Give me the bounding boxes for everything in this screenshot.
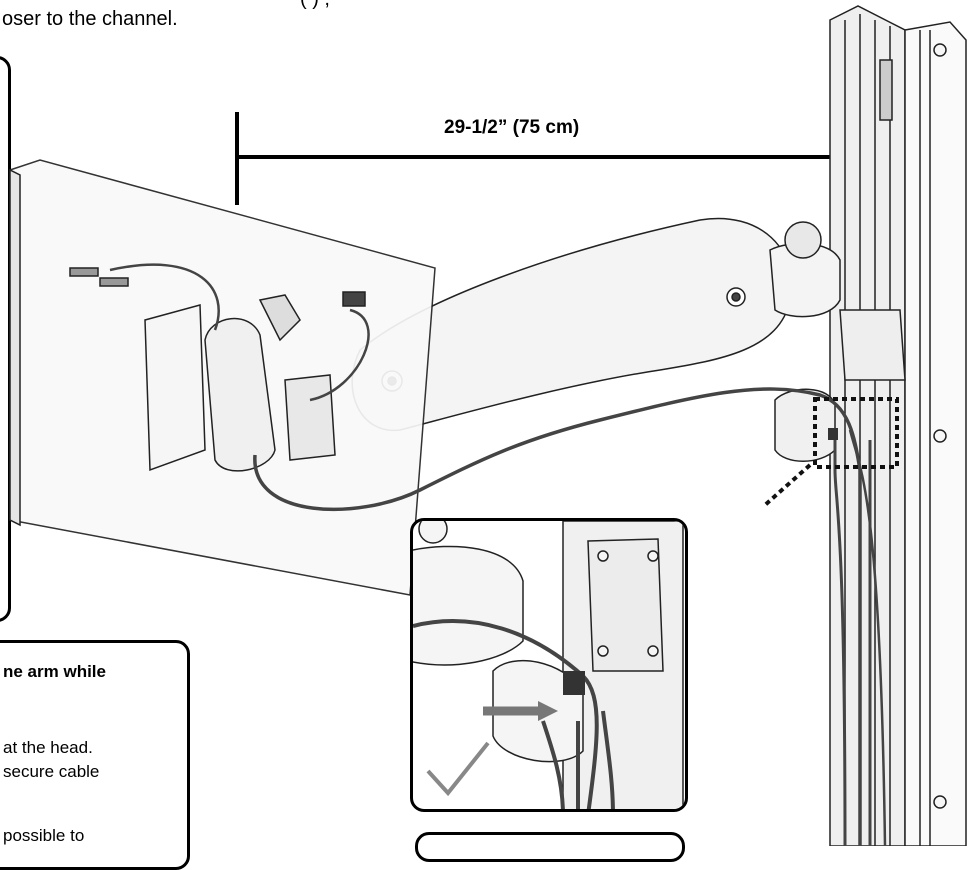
dimension-line xyxy=(235,110,895,205)
wall-channel xyxy=(829,5,967,846)
header-text-line: oser to the channel. xyxy=(2,8,178,30)
cables xyxy=(109,263,887,846)
detail-inset xyxy=(410,518,688,812)
note-line-2: secure cable xyxy=(3,762,100,781)
detail-inset-drawing xyxy=(413,521,684,809)
cable-tie xyxy=(828,428,838,440)
mount-head xyxy=(69,267,366,472)
note-line-1: at the head. xyxy=(3,738,93,757)
note-line-3: possible to xyxy=(3,826,85,845)
header-fragment: ( ) , xyxy=(300,0,330,11)
wall-arm-illustration xyxy=(9,5,967,846)
bottom-label-box xyxy=(415,832,685,862)
note-title: ne arm while xyxy=(3,662,106,681)
highlight-marker xyxy=(763,397,899,507)
note-box xyxy=(0,640,190,870)
dimension-label: 29-1/2” (75 cm) xyxy=(444,117,580,138)
arm xyxy=(351,217,906,462)
